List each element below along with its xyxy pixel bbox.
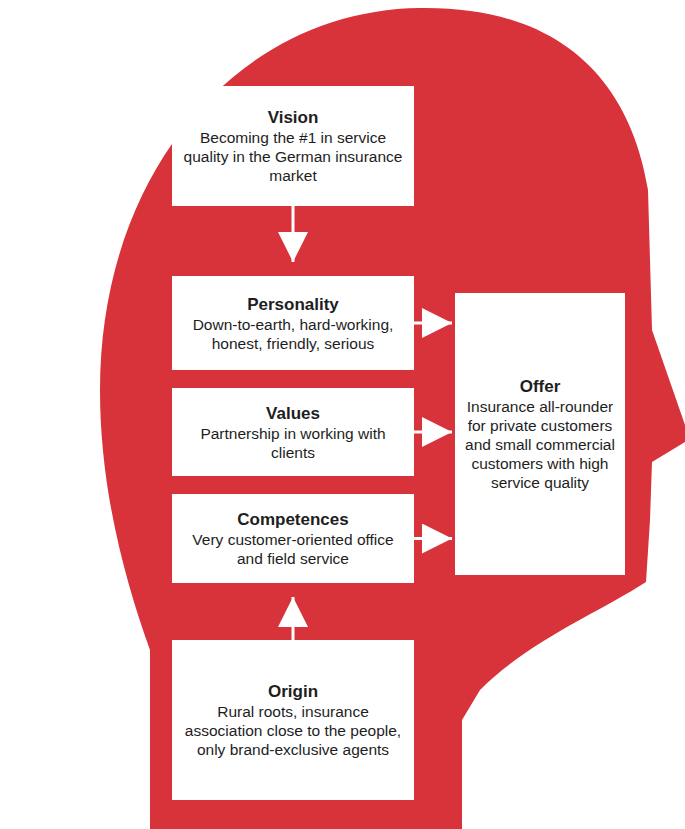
arrow-connector (414, 431, 452, 434)
box-heading: Competences (237, 509, 348, 530)
origin-box: OriginRural roots, insurance association… (172, 640, 414, 800)
arrow-connector (292, 597, 295, 640)
box-body: Insurance all-rounder for private custom… (461, 397, 619, 492)
box-body: Becoming the #1 in service quality in th… (178, 128, 408, 185)
box-body: Very customer-oriented office and field … (178, 530, 408, 568)
vision-box: VisionBecoming the #1 in service quality… (172, 86, 414, 206)
box-heading: Values (266, 403, 320, 424)
values-box: ValuesPartnership in working with client… (172, 388, 414, 476)
box-heading: Origin (268, 681, 318, 702)
box-body: Rural roots, insurance association close… (178, 702, 408, 759)
head-shape (100, 8, 685, 829)
arrow-connector (414, 537, 452, 540)
personality-box: PersonalityDown-to-earth, hard-working, … (172, 276, 414, 370)
arrow-connector (414, 322, 452, 325)
offer-box: OfferInsurance all-rounder for private c… (455, 293, 625, 575)
box-body: Down-to-earth, hard-working, honest, fri… (178, 315, 408, 353)
competences-box: CompetencesVery customer-oriented office… (172, 494, 414, 583)
box-heading: Vision (268, 107, 319, 128)
box-heading: Personality (247, 294, 339, 315)
box-body: Partnership in working with clients (178, 424, 408, 462)
arrow-connector (292, 206, 295, 262)
box-heading: Offer (520, 376, 561, 397)
